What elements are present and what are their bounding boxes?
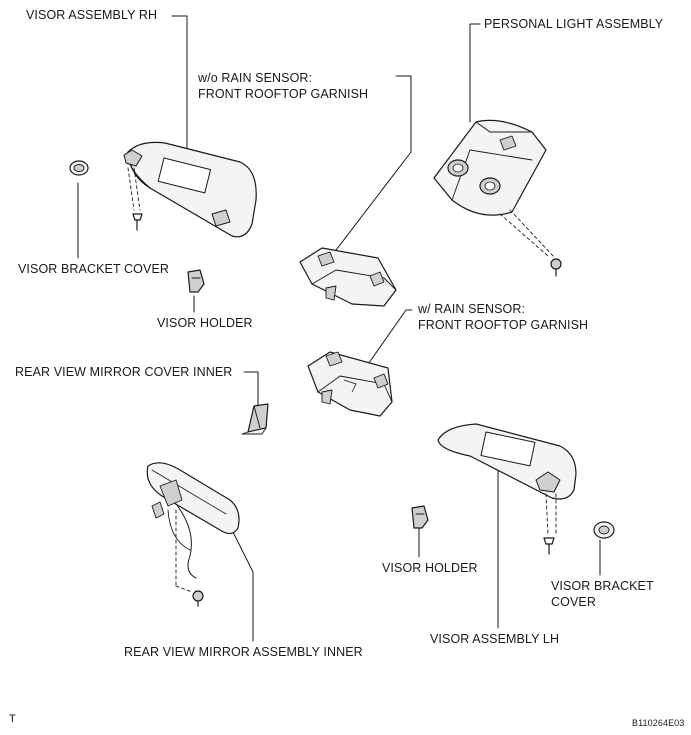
label-visor-holder-rh: VISOR HOLDER [157,316,253,330]
label-visor-bracket-cover-lh-line2: COVER [551,595,596,609]
figure-code: B110264E03 [632,718,685,728]
personal-light-assembly-part [433,119,562,277]
corner-mark: T [9,713,16,725]
visor-assembly-lh-part [437,423,577,555]
garnish-w-sensor-part [307,351,393,417]
leader-mirror-cover [243,371,259,407]
visor-assembly-rh-part [123,141,257,238]
label-visor-assembly-lh: VISOR ASSEMBLY LH [430,632,560,646]
leader-garnish-wo-sensor [329,75,412,259]
label-personal-light-assembly: PERSONAL LIGHT ASSEMBLY [484,17,664,31]
label-rear-view-mirror-assembly-inner: REAR VIEW MIRROR ASSEMBLY INNER [124,645,363,659]
label-rear-view-mirror-cover-inner: REAR VIEW MIRROR COVER INNER [15,365,233,379]
leader-personal-light [469,23,481,123]
mirror-cover-inner-part [241,403,269,435]
label-garnish-wo-sensor-line2: FRONT ROOFTOP GARNISH [198,87,369,101]
leader-visor-rh [171,15,188,153]
leader-garnish-w-sensor [363,309,413,371]
leader-lines [77,15,601,642]
label-garnish-w-sensor-line1: w/ RAIN SENSOR: [418,302,526,316]
visor-holder-rh-part [187,269,205,293]
visor-holder-lh-part [411,505,429,529]
label-garnish-wo-sensor-line1: w/o RAIN SENSOR: [198,71,313,85]
label-visor-bracket-cover-rh: VISOR BRACKET COVER [18,262,170,276]
label-garnish-w-sensor-line2: FRONT ROOFTOP GARNISH [418,318,589,332]
label-visor-holder-lh: VISOR HOLDER [382,561,478,575]
label-visor-bracket-cover-lh-line1: VISOR BRACKET [551,579,654,593]
leader-mirror-assembly [231,529,254,642]
visor-bracket-cover-lh-part [593,521,615,539]
mirror-assembly-inner-part [146,462,240,607]
label-visor-assembly-rh: VISOR ASSEMBLY RH [26,8,158,22]
visor-bracket-cover-rh-part [69,160,89,176]
garnish-wo-sensor-part [299,247,397,307]
